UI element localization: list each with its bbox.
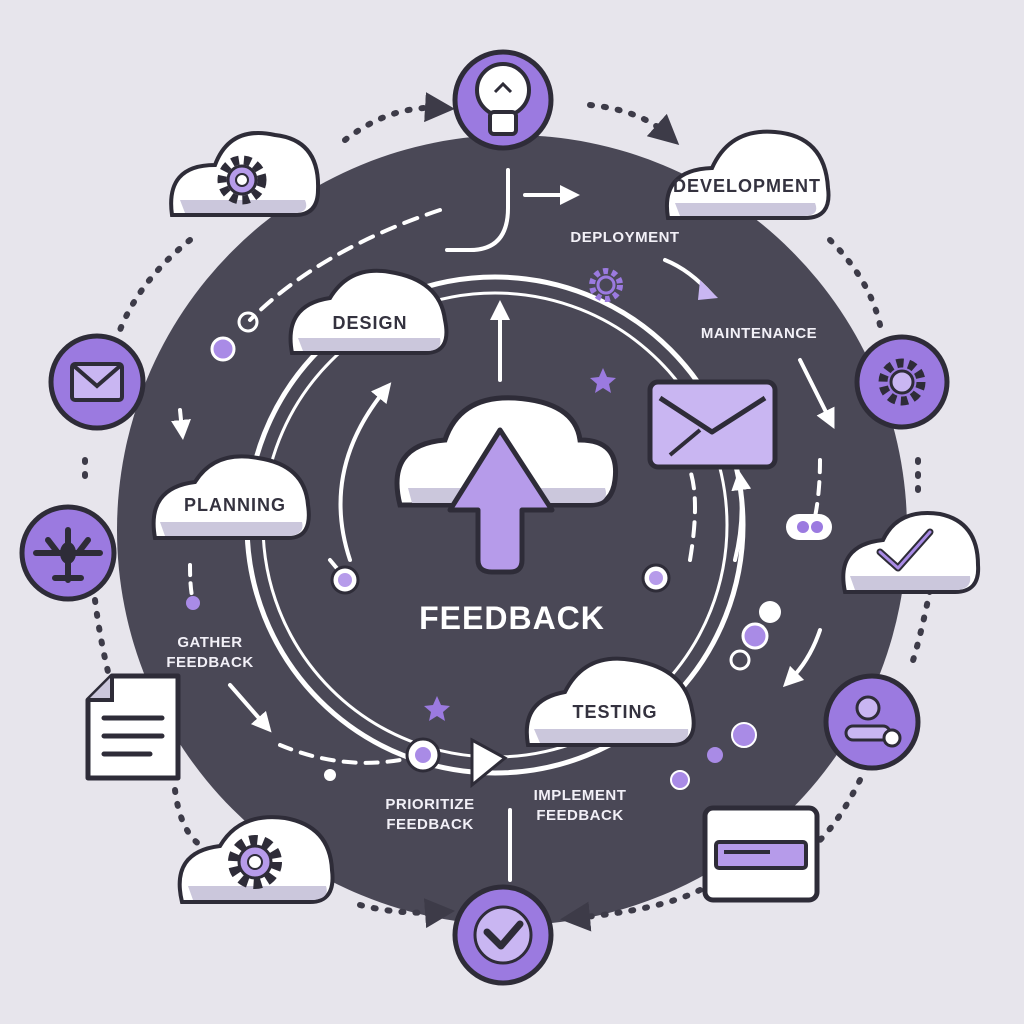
star-accents: [424, 368, 616, 721]
cloud-design: [288, 268, 449, 355]
checkmark-icon: [452, 884, 554, 986]
envelope-icon: [48, 333, 146, 431]
cloud-development: [665, 129, 831, 220]
cloud-testing: [524, 656, 696, 747]
deployment-arrow-head: [698, 280, 718, 300]
gear-icon: [589, 268, 623, 302]
gear-icon: [228, 835, 282, 889]
stage-label-testing: TESTING: [572, 702, 658, 722]
outer-dotted-arcs: [82, 92, 933, 932]
lightbulb-icon: [452, 49, 554, 151]
gear-icon: [854, 334, 950, 430]
gear-icon: [217, 155, 267, 205]
cloud-upload-icon: [394, 395, 619, 575]
flow-label-implement-feedback: IMPLEMENT FEEDBACK: [533, 787, 627, 824]
prioritize-arrow: [470, 737, 508, 789]
flow-label-prioritize-feedback: PRIORITIZE FEEDBACK: [385, 796, 475, 833]
stage-label-planning: PLANNING: [184, 495, 286, 515]
flow-label-gather-feedback: GATHER FEEDBACK: [166, 634, 254, 671]
center-label: FEEDBACK: [419, 600, 605, 636]
cloud-checkmark: [841, 511, 981, 594]
card-icon: [702, 805, 820, 903]
stage-label-development: DEVELOPMENT: [672, 176, 821, 196]
airplane-icon: [19, 504, 117, 602]
envelope-icon: [647, 379, 778, 470]
flow-label-deployment: DEPLOYMENT: [570, 229, 680, 246]
connector-dots: [186, 311, 832, 790]
document-icon: [85, 673, 181, 781]
flow-label-maintenance: MAINTENANCE: [700, 325, 818, 342]
stage-label-design: DESIGN: [332, 313, 408, 333]
cloud-planning: [151, 454, 311, 540]
user-icon: [823, 673, 921, 771]
